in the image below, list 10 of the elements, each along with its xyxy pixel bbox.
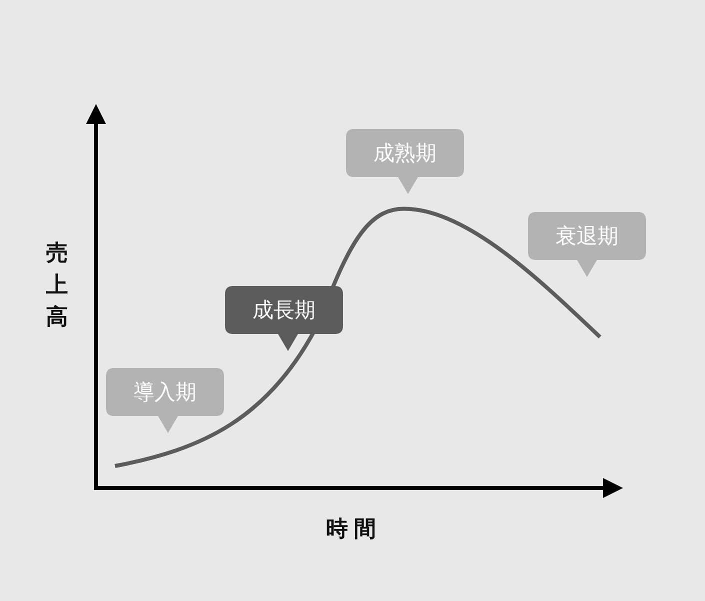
callout-bubble — [346, 129, 464, 194]
callout-text: 成熟期 — [372, 140, 438, 167]
callout-bubble — [225, 286, 343, 351]
y-axis-label: 売上高 — [45, 240, 69, 332]
callout-bubble — [106, 368, 224, 433]
callout-text: 成長期 — [252, 297, 316, 324]
callout-bubble — [528, 212, 646, 277]
x-axis-label: 時間 — [326, 516, 382, 544]
callout-text: 導入期 — [132, 379, 198, 406]
callout-text: 衰退期 — [554, 223, 620, 250]
